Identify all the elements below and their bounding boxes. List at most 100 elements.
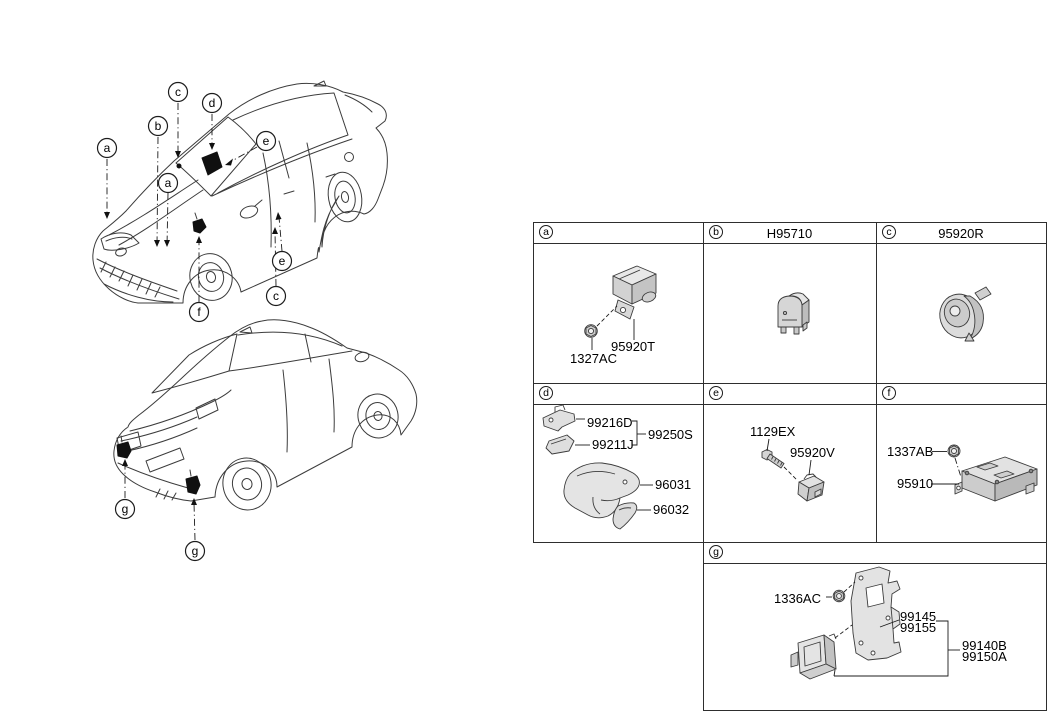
table-border bbox=[533, 383, 1047, 384]
callout-letter: d bbox=[209, 96, 216, 110]
part-number-label: 99211J bbox=[592, 437, 634, 452]
cell-b-body bbox=[703, 243, 876, 383]
cell-c-part-code: 95920R bbox=[938, 226, 984, 241]
callout-letter: a bbox=[165, 176, 172, 190]
cell-e-header: e bbox=[703, 383, 876, 404]
relay-illustration bbox=[777, 292, 810, 335]
callout-letter: b bbox=[155, 119, 162, 133]
cell-f-body: 1337AB 95910 bbox=[876, 404, 1046, 542]
top-car-illustration bbox=[92, 80, 388, 304]
callout-letter: c bbox=[273, 289, 279, 303]
callout-letter: e bbox=[713, 386, 719, 399]
table-border bbox=[533, 542, 1047, 543]
cell-g-body: 1336AC 99145 99155 99140B 99150A bbox=[703, 563, 1046, 710]
callout-letter: f bbox=[887, 386, 891, 399]
part-number-label: 99145 bbox=[900, 609, 936, 624]
cell-c-body bbox=[876, 243, 1046, 383]
part-number-label: 1336AC bbox=[774, 591, 821, 606]
nut-icon bbox=[832, 589, 846, 603]
horn-illustration bbox=[939, 286, 992, 342]
part-number-label: 1129EX bbox=[750, 424, 796, 439]
arrow-marker bbox=[225, 158, 233, 166]
arrow-marker bbox=[122, 459, 128, 466]
cowl-module bbox=[192, 218, 207, 234]
cell-d-body: 99216D 99211J 99250S 96031 96032 bbox=[533, 404, 703, 542]
callout-letter: f bbox=[197, 305, 201, 319]
callout-letter: c bbox=[175, 85, 181, 99]
callout-g-2: g bbox=[184, 540, 206, 562]
arrow-marker bbox=[104, 212, 110, 219]
table-border bbox=[876, 222, 877, 543]
callout-e: e bbox=[255, 130, 277, 152]
part-number-label: 99150A bbox=[962, 649, 1007, 664]
callout-g: g bbox=[114, 498, 136, 520]
callout-a: a bbox=[96, 137, 118, 159]
callout-b-badge: b bbox=[709, 225, 723, 239]
callout-g-badge: g bbox=[709, 545, 723, 559]
cell-d-header: d bbox=[533, 383, 703, 404]
callout-b: b bbox=[147, 115, 169, 137]
callout-e-2: e bbox=[271, 250, 293, 272]
callout-letter: g bbox=[192, 544, 199, 558]
rear-center-radar-module bbox=[185, 475, 201, 495]
cell-b-part-code: H95710 bbox=[766, 226, 813, 241]
part-number-label: 1327AC bbox=[570, 351, 617, 366]
windshield-sensor-dot bbox=[176, 163, 182, 169]
arrow-marker bbox=[272, 227, 278, 234]
table-border bbox=[1046, 222, 1047, 711]
table-border bbox=[703, 710, 1047, 711]
callout-letter: b bbox=[713, 225, 719, 238]
radar-and-bracket-illustration: 1336AC 99145 99155 99140B 99150A bbox=[774, 566, 1007, 680]
part-number-label: 1337AB bbox=[887, 444, 933, 459]
callout-letter: e bbox=[263, 134, 270, 148]
table-border bbox=[533, 222, 534, 543]
table-border bbox=[533, 243, 1047, 244]
bottom-car-illustration bbox=[113, 319, 418, 511]
callout-letter: c bbox=[886, 225, 892, 238]
part-number-label: 96032 bbox=[653, 502, 689, 517]
arrow-marker bbox=[191, 498, 197, 505]
part-number-label: 99155 bbox=[900, 620, 936, 635]
callout-f-badge: f bbox=[882, 386, 896, 400]
arrow-marker bbox=[209, 143, 215, 150]
nut-icon bbox=[584, 324, 598, 338]
cell-a-body: 95920T 1327AC bbox=[533, 243, 703, 383]
callout-letter: a bbox=[104, 141, 111, 155]
callout-letter: g bbox=[713, 545, 719, 558]
callout-letter: e bbox=[279, 254, 286, 268]
arrow-marker bbox=[154, 240, 160, 247]
part-number-label: 95920T bbox=[611, 339, 655, 354]
arrow-marker bbox=[175, 151, 181, 158]
part-number-label: 96031 bbox=[655, 477, 691, 492]
callout-a-badge: a bbox=[539, 225, 553, 239]
rear-corner-radar-module bbox=[116, 441, 132, 459]
cell-c-header: c 95920R bbox=[876, 222, 1046, 243]
cell-g-header: g bbox=[703, 542, 1046, 563]
bolt-icon bbox=[761, 449, 785, 469]
callout-letter: g bbox=[122, 502, 129, 516]
table-border bbox=[533, 222, 1047, 223]
interior-mirror-module bbox=[201, 151, 223, 176]
sensor-and-bolt-illustration: 1129EX 95920V bbox=[750, 424, 835, 502]
table-border bbox=[533, 404, 1047, 405]
leader-lines bbox=[104, 103, 283, 541]
callout-d: d bbox=[201, 92, 223, 114]
callout-a-2: a bbox=[157, 172, 179, 194]
table-border bbox=[703, 563, 1047, 564]
callout-c-badge: c bbox=[882, 225, 896, 239]
part-number-label: 99140B bbox=[962, 638, 1007, 653]
arrow-marker bbox=[275, 212, 282, 220]
cell-f-header: f bbox=[876, 383, 1046, 404]
part-number-label: 95910 bbox=[897, 476, 933, 491]
airbag-control-module-illustration: 1337AB 95910 bbox=[887, 444, 1038, 502]
callout-c: c bbox=[167, 81, 189, 103]
cell-e-body: 1129EX 95920V bbox=[703, 404, 876, 542]
part-number-label: 99216D bbox=[587, 415, 633, 430]
nut-icon bbox=[947, 444, 961, 458]
steering-column-parts-illustration: 99216D 99211J 99250S 96031 96032 bbox=[542, 404, 693, 530]
callout-c-2: c bbox=[265, 285, 287, 307]
callout-letter: d bbox=[543, 386, 549, 399]
cell-b-header: b H95710 bbox=[703, 222, 876, 243]
